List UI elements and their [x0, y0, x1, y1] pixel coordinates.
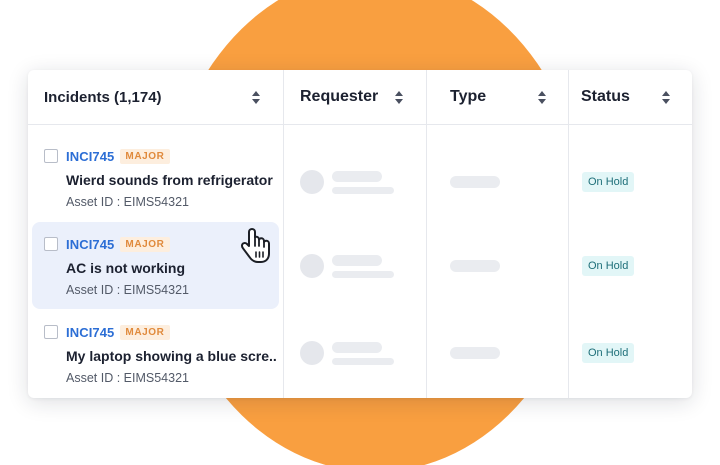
sort-icon[interactable]: [662, 91, 671, 104]
requester-avatar-placeholder: [300, 170, 324, 194]
type-placeholder: [450, 347, 500, 359]
column-header-requester[interactable]: Requester: [300, 70, 378, 124]
hand-pointer-icon: [240, 228, 270, 263]
table-row[interactable]: INCI745 MAJOR AC is not working Asset ID…: [44, 236, 284, 297]
asset-id: Asset ID : EIMS54321: [66, 371, 189, 385]
column-header-label: Requester: [300, 88, 379, 105]
status-badge: On Hold: [582, 256, 635, 276]
row-checkbox[interactable]: [44, 237, 58, 251]
table-row[interactable]: INCI745 MAJOR My laptop showing a blue s…: [44, 324, 284, 385]
incident-id-link[interactable]: INCI745: [66, 148, 115, 164]
type-placeholder: [450, 176, 500, 188]
column-header-label: Incidents (1,174): [44, 88, 162, 106]
header-divider: [28, 124, 692, 125]
column-header-label: Type: [450, 88, 487, 105]
requester-name-placeholder: [332, 171, 382, 182]
asset-id: Asset ID : EIMS54321: [66, 195, 189, 209]
requester-name-placeholder: [332, 255, 382, 266]
incident-id-link[interactable]: INCI745: [66, 324, 115, 340]
priority-badge: MAJOR: [120, 324, 170, 340]
status-badge: On Hold: [582, 172, 635, 192]
row-checkbox[interactable]: [44, 325, 58, 339]
column-divider: [283, 70, 284, 398]
priority-badge: MAJOR: [120, 236, 170, 252]
column-header-status[interactable]: Status: [581, 70, 630, 124]
requester-detail-placeholder: [332, 358, 394, 365]
requester-avatar-placeholder: [300, 341, 324, 365]
column-header-label: Status: [581, 88, 630, 105]
requester-name-placeholder: [332, 342, 382, 353]
row-checkbox[interactable]: [44, 149, 58, 163]
incident-title[interactable]: Wierd sounds from refrigerator: [66, 172, 273, 188]
incidents-table: Incidents (1,174) Requester Type Status …: [28, 70, 692, 398]
requester-detail-placeholder: [332, 271, 394, 278]
table-row[interactable]: INCI745 MAJOR Wierd sounds from refriger…: [44, 148, 284, 209]
asset-id: Asset ID : EIMS54321: [66, 283, 189, 297]
sort-icon[interactable]: [395, 91, 404, 104]
incident-title[interactable]: My laptop showing a blue scre...: [66, 348, 276, 364]
type-placeholder: [450, 260, 500, 272]
sort-icon[interactable]: [252, 91, 261, 104]
requester-avatar-placeholder: [300, 254, 324, 278]
status-badge: On Hold: [582, 343, 635, 363]
requester-detail-placeholder: [332, 187, 394, 194]
column-divider: [426, 70, 427, 398]
incident-title[interactable]: AC is not working: [66, 260, 185, 276]
incident-id-link[interactable]: INCI745: [66, 236, 115, 252]
column-header-type[interactable]: Type: [450, 70, 486, 124]
column-divider: [568, 70, 569, 398]
sort-icon[interactable]: [538, 91, 547, 104]
priority-badge: MAJOR: [120, 148, 170, 164]
column-header-incidents[interactable]: Incidents (1,174): [44, 70, 162, 124]
